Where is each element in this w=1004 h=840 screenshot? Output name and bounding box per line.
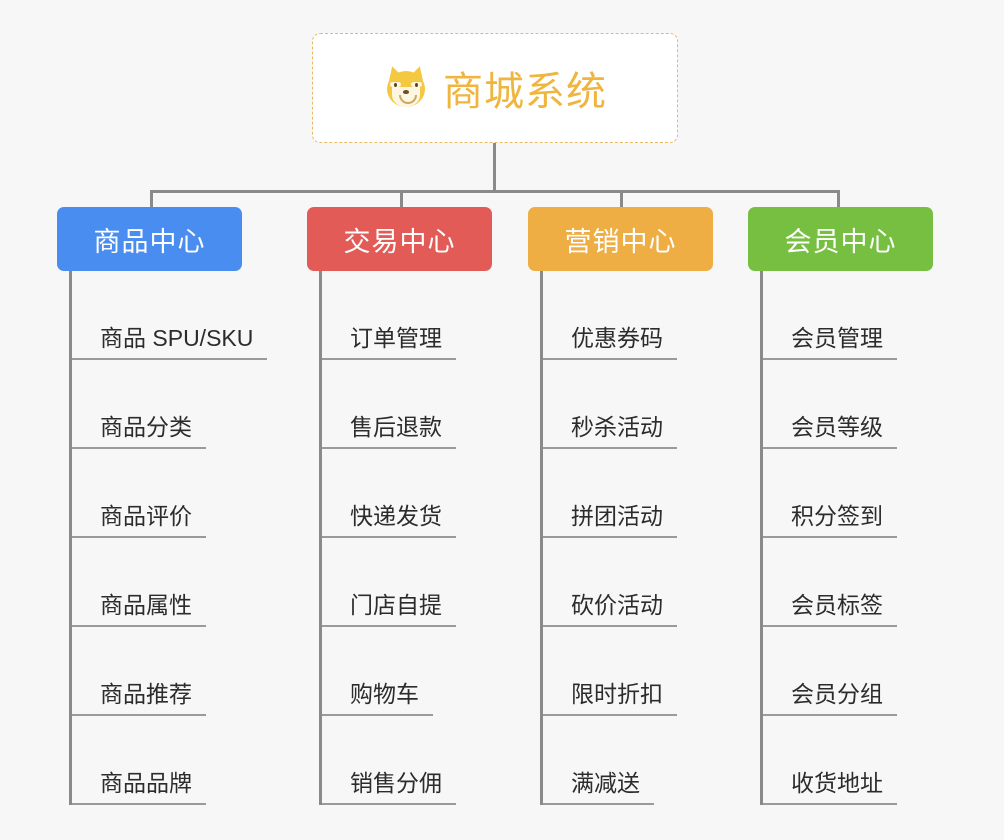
leaf-item[interactable]: 限时折扣 (543, 627, 713, 716)
connector-drop-3 (620, 190, 623, 207)
leaf-item-label: 购物车 (322, 681, 433, 716)
branch-spine-trade-center: 订单管理售后退款快递发货门店自提购物车销售分佣 (319, 271, 492, 805)
leaf-item[interactable]: 积分签到 (763, 449, 933, 538)
leaf-item[interactable]: 拼团活动 (543, 449, 713, 538)
leaf-item-label: 快递发货 (322, 503, 456, 538)
leaf-item[interactable]: 商品推荐 (72, 627, 267, 716)
branch-spine-member-center: 会员管理会员等级积分签到会员标签会员分组收货地址 (760, 271, 933, 805)
connector-root-vertical (493, 143, 496, 192)
leaf-item[interactable]: 门店自提 (322, 538, 492, 627)
leaf-item-label: 销售分佣 (322, 770, 456, 805)
connector-drop-2 (400, 190, 403, 207)
leaf-item-label: 会员管理 (763, 325, 897, 360)
leaf-item[interactable]: 砍价活动 (543, 538, 713, 627)
root-node[interactable]: 商城系统 (312, 33, 678, 143)
leaf-item[interactable]: 商品品牌 (72, 716, 267, 805)
branch-header-label: 商品中心 (93, 226, 206, 257)
leaf-item-label: 订单管理 (322, 325, 456, 360)
leaf-item-label: 会员标签 (763, 592, 897, 627)
leaf-item[interactable]: 快递发货 (322, 449, 492, 538)
leaf-item-label: 会员分组 (763, 681, 897, 716)
branch-header-label: 营销中心 (564, 226, 677, 257)
connector-drop-4 (837, 190, 840, 207)
branch-spine-marketing-center: 优惠券码秒杀活动拼团活动砍价活动限时折扣满减送 (540, 271, 713, 805)
leaf-item-label: 积分签到 (763, 503, 897, 538)
leaf-item-label: 商品分类 (72, 414, 206, 449)
leaf-item[interactable]: 秒杀活动 (543, 360, 713, 449)
leaf-item-label: 优惠券码 (543, 325, 677, 360)
leaf-item[interactable]: 会员管理 (763, 271, 933, 360)
leaf-item[interactable]: 优惠券码 (543, 271, 713, 360)
leaf-item[interactable]: 购物车 (322, 627, 492, 716)
branch-header-label: 交易中心 (343, 226, 456, 257)
shiba-dog-face-icon (383, 64, 429, 111)
leaf-item[interactable]: 订单管理 (322, 271, 492, 360)
branch-header-trade-center[interactable]: 交易中心 (307, 207, 492, 271)
leaf-item[interactable]: 商品分类 (72, 360, 267, 449)
leaf-item[interactable]: 满减送 (543, 716, 713, 805)
leaf-item[interactable]: 商品 SPU/SKU (72, 271, 268, 360)
leaf-item-label: 拼团活动 (543, 503, 677, 538)
connector-drop-1 (150, 190, 153, 207)
branch-header-member-center[interactable]: 会员中心 (748, 207, 933, 271)
leaf-item[interactable]: 售后退款 (322, 360, 492, 449)
leaf-item[interactable]: 会员等级 (763, 360, 933, 449)
leaf-item[interactable]: 商品评价 (72, 449, 267, 538)
connector-horizontal-bus (150, 190, 840, 193)
branch-product-center: 商品中心商品 SPU/SKU 商品分类商品评价商品属性商品推荐商品品牌 (57, 207, 268, 805)
leaf-item-label: 商品 SPU/SKU (72, 325, 268, 360)
branch-spine-product-center: 商品 SPU/SKU 商品分类商品评价商品属性商品推荐商品品牌 (69, 271, 268, 805)
branch-header-product-center[interactable]: 商品中心 (57, 207, 242, 271)
branch-header-label: 会员中心 (784, 226, 897, 257)
leaf-item-label: 商品品牌 (72, 770, 206, 805)
leaf-item-label: 收货地址 (763, 770, 897, 805)
branch-member-center: 会员中心会员管理会员等级积分签到会员标签会员分组收货地址 (748, 207, 933, 805)
leaf-item-label: 商品推荐 (72, 681, 206, 716)
branch-header-marketing-center[interactable]: 营销中心 (528, 207, 713, 271)
leaf-item[interactable]: 销售分佣 (322, 716, 492, 805)
leaf-item-label: 砍价活动 (543, 592, 677, 627)
leaf-item[interactable]: 收货地址 (763, 716, 933, 805)
leaf-item[interactable]: 会员标签 (763, 538, 933, 627)
branch-trade-center: 交易中心订单管理售后退款快递发货门店自提购物车销售分佣 (307, 207, 492, 805)
leaf-item-label: 秒杀活动 (543, 414, 677, 449)
leaf-item-label: 门店自提 (322, 592, 456, 627)
root-title: 商城系统 (443, 70, 607, 114)
leaf-item-label: 会员等级 (763, 414, 897, 449)
branch-marketing-center: 营销中心优惠券码秒杀活动拼团活动砍价活动限时折扣满减送 (528, 207, 713, 805)
leaf-item-label: 满减送 (543, 770, 654, 805)
leaf-item[interactable]: 会员分组 (763, 627, 933, 716)
leaf-item-label: 商品属性 (72, 592, 206, 627)
leaf-item-label: 售后退款 (322, 414, 456, 449)
leaf-item-label: 限时折扣 (543, 681, 677, 716)
leaf-item-label: 商品评价 (72, 503, 206, 538)
leaf-item[interactable]: 商品属性 (72, 538, 267, 627)
